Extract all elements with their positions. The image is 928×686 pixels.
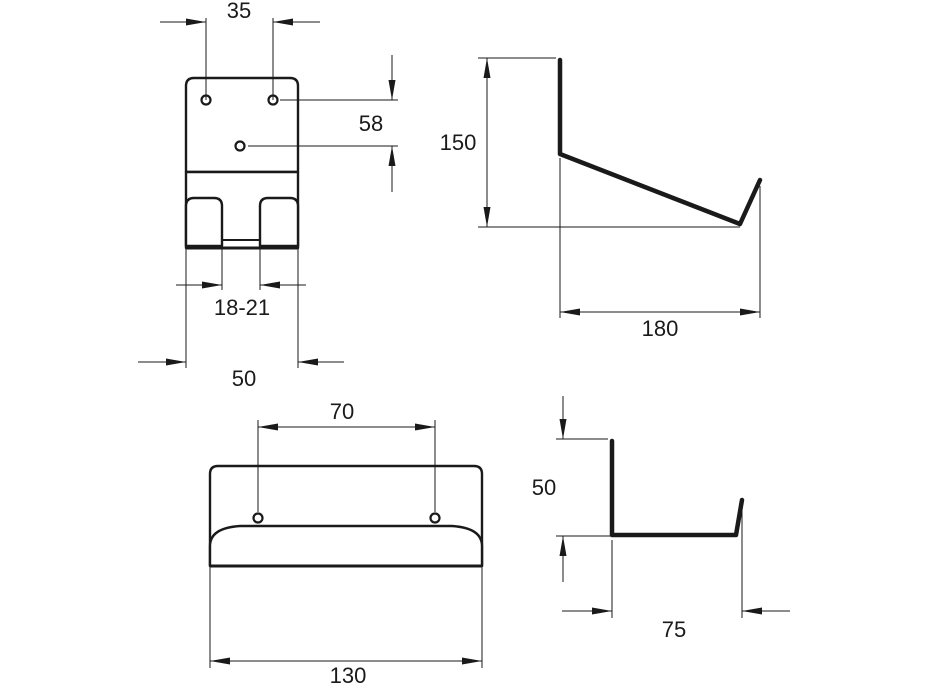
front-view-right-prong	[258, 196, 300, 248]
top-view: 70 130	[208, 399, 484, 686]
side-view-profile	[557, 57, 763, 227]
mounting-hole	[234, 140, 246, 152]
dim-hole-spacing-front: 35	[227, 0, 251, 23]
top-view-lip	[208, 524, 484, 568]
dim-hole-vertical: 58	[359, 111, 383, 136]
dim-width-front: 50	[232, 366, 256, 391]
mounting-hole	[429, 512, 441, 524]
dim-length-top: 130	[330, 663, 367, 686]
front-view-left-prong	[184, 196, 224, 248]
mounting-hole	[252, 512, 264, 524]
dim-height-small: 50	[532, 475, 556, 500]
dim-depth-small: 75	[662, 617, 686, 642]
front-view: 35 58 18-21 50	[138, 0, 398, 391]
small-side-view-profile	[609, 438, 745, 538]
small-side-view: 50 75	[532, 396, 790, 642]
side-view: 150 180	[440, 57, 763, 341]
dim-slot-width: 18-21	[214, 295, 270, 320]
front-view-plate	[184, 76, 300, 174]
dim-depth-side: 180	[642, 316, 679, 341]
dim-hole-spacing-top: 70	[330, 399, 354, 424]
dim-height-side: 150	[440, 130, 477, 155]
